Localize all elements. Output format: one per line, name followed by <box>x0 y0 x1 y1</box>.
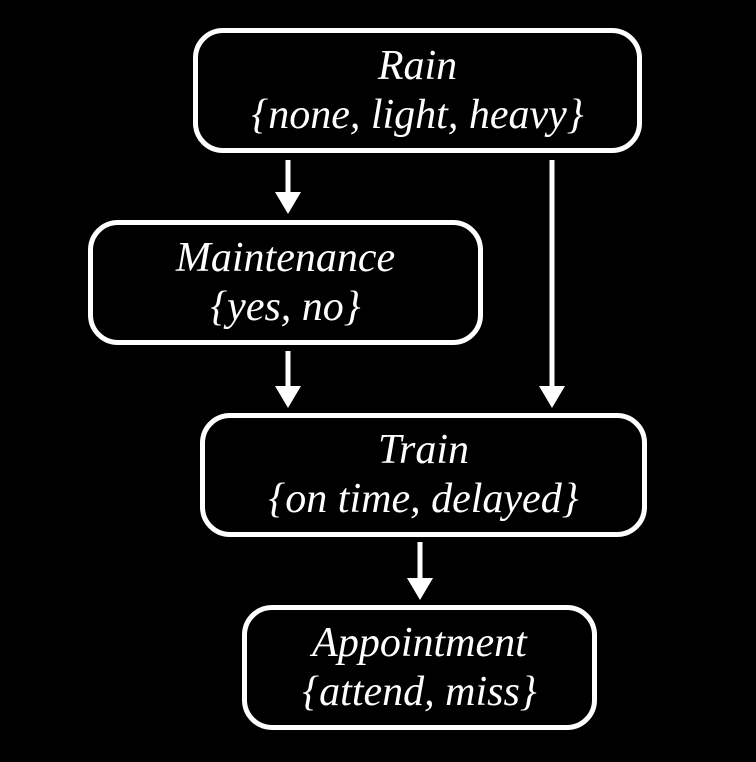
arrow-rain-to-train <box>539 160 565 408</box>
node-train: Train {on time, delayed} <box>200 413 647 537</box>
node-appointment-values: {attend, miss} <box>302 668 537 715</box>
node-rain-values: {none, light, heavy} <box>251 91 584 138</box>
node-appointment: Appointment {attend, miss} <box>242 605 597 730</box>
arrow-rain-to-maintenance <box>275 160 301 214</box>
arrow-maintenance-to-train <box>275 351 301 408</box>
node-maintenance: Maintenance {yes, no} <box>88 220 483 345</box>
node-appointment-label: Appointment <box>312 619 527 666</box>
arrow-train-to-appointment <box>407 542 433 600</box>
node-rain-label: Rain <box>377 42 458 89</box>
node-train-label: Train <box>377 427 470 473</box>
node-maintenance-values: {yes, no} <box>210 283 361 330</box>
node-train-values: {on time, delayed} <box>268 476 579 522</box>
node-maintenance-label: Maintenance <box>175 234 396 281</box>
node-rain: Rain {none, light, heavy} <box>193 28 642 153</box>
